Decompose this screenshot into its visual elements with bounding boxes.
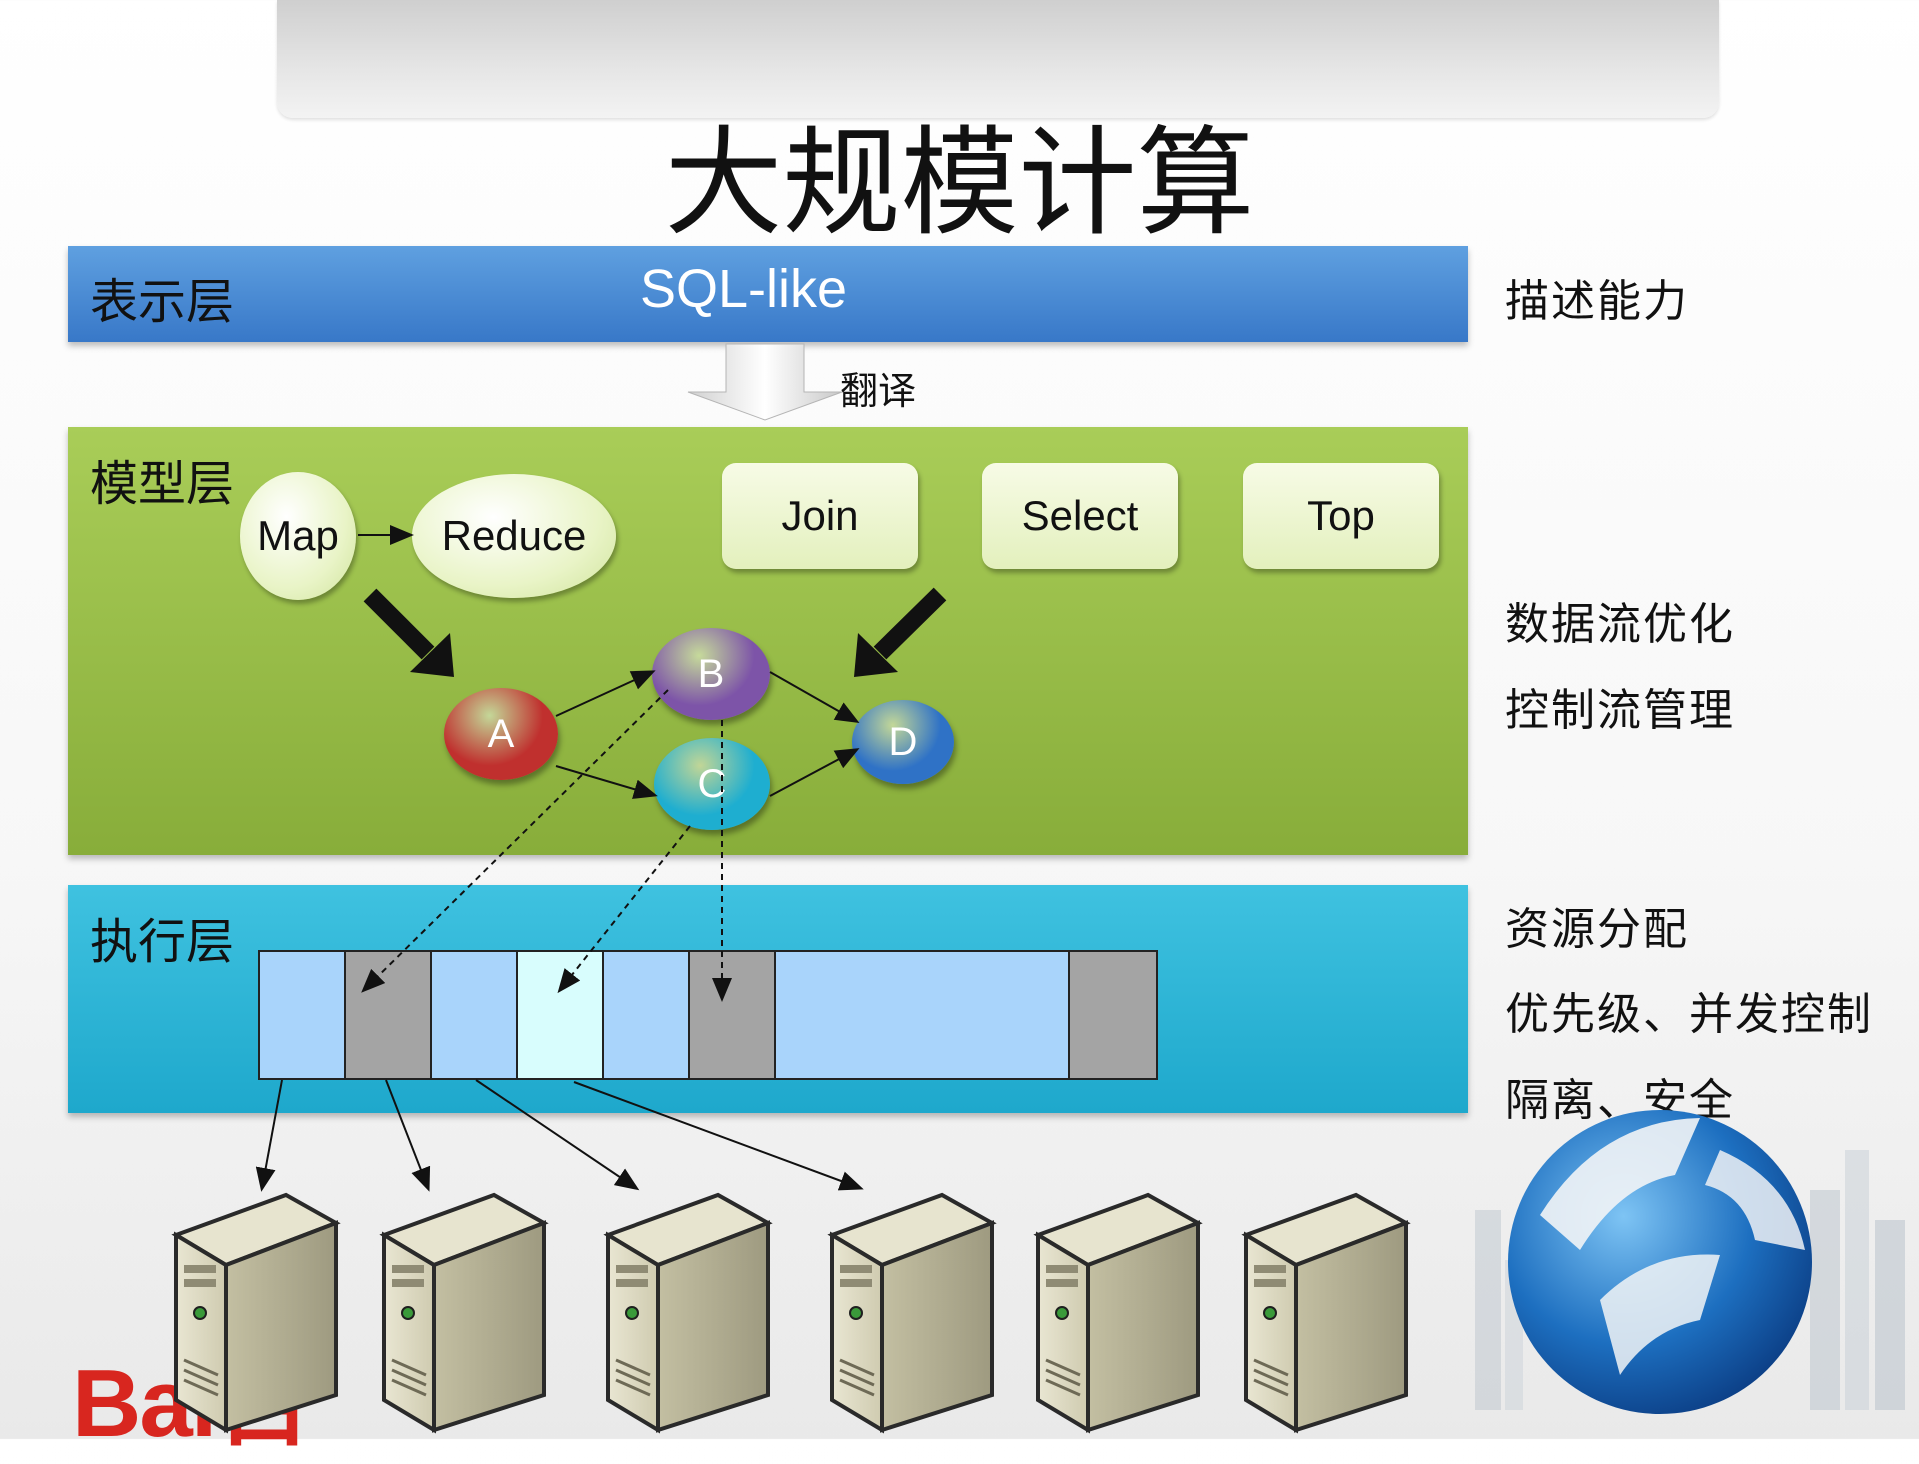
presentation-layer: [68, 246, 1468, 342]
thick-arrow-left-icon: [363, 588, 454, 677]
thick-arrow-right-icon: [854, 587, 947, 677]
execution-slot: [432, 952, 518, 1078]
page-title: 大规模计算: [664, 114, 1255, 252]
edge-a-b: [555, 670, 656, 717]
execution-slots: [258, 950, 1158, 1080]
execution-slot: [260, 952, 346, 1078]
execution-slot: [346, 952, 432, 1078]
server-icon: [379, 1192, 549, 1434]
execution-slot: [776, 952, 1070, 1078]
edge-b-d: [769, 671, 860, 723]
translate-label: 翻译: [840, 369, 917, 413]
label-controlflow-management: 控制流管理: [1505, 685, 1735, 736]
execution-slot: [690, 952, 776, 1078]
server-icon: [827, 1192, 997, 1434]
dash-c-to-slot: [557, 825, 691, 994]
dag-node-b: B: [652, 628, 770, 720]
model-layer-name: 模型层: [90, 456, 235, 512]
server-icon: [1033, 1192, 1203, 1434]
sql-like-label: SQL-like: [640, 259, 848, 319]
label-description-capability: 描述能力: [1505, 276, 1689, 327]
server-icon: [1241, 1192, 1411, 1434]
label-dataflow-optimization: 数据流优化: [1505, 599, 1735, 650]
top-banner: [277, 0, 1719, 118]
server-icon: [171, 1192, 341, 1434]
edge-a-c: [555, 765, 658, 799]
execution-slot: [604, 952, 690, 1078]
dash-b-to-slot: [361, 689, 669, 993]
slot-to-server-1: [255, 1079, 283, 1192]
label-resource-allocation: 资源分配: [1505, 904, 1689, 955]
slot-to-server-4: [573, 1081, 864, 1191]
dag-node-a: A: [444, 688, 558, 780]
edge-c-d: [769, 748, 860, 797]
slot-to-server-3: [475, 1079, 640, 1191]
label-priority-concurrency: 优先级、并发控制: [1505, 989, 1873, 1040]
reduce-node: Reduce: [412, 474, 616, 598]
execution-layer-name: 执行层: [90, 914, 235, 970]
join-operator: Join: [722, 463, 918, 569]
dag-node-d: D: [852, 700, 954, 784]
presentation-layer-name: 表示层: [90, 274, 235, 330]
slot-to-server-2: [385, 1079, 431, 1192]
top-operator: Top: [1243, 463, 1439, 569]
map-node: Map: [240, 472, 356, 600]
execution-slot: [1070, 952, 1156, 1078]
select-operator: Select: [982, 463, 1178, 569]
server-icon: [603, 1192, 773, 1434]
